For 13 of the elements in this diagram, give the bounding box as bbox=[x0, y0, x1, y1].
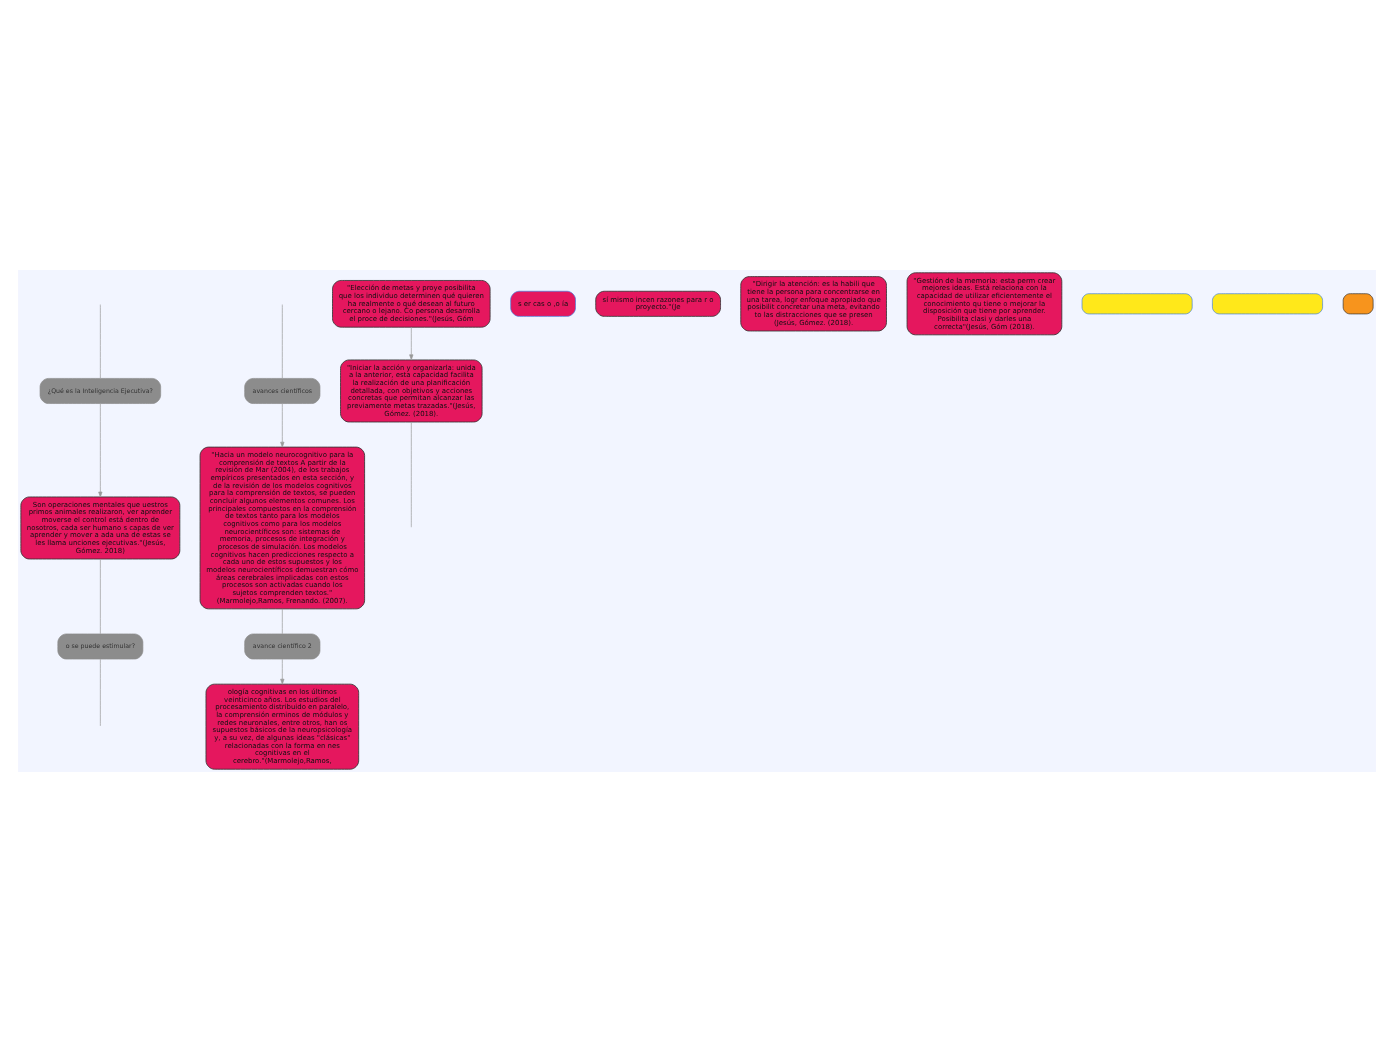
connector bbox=[281, 303, 283, 378]
connector bbox=[410, 420, 412, 527]
node-box bbox=[1342, 292, 1374, 314]
node-box bbox=[1081, 292, 1193, 314]
connector bbox=[100, 303, 101, 378]
connector bbox=[100, 557, 101, 634]
arrow bbox=[98, 402, 103, 497]
connector bbox=[281, 607, 283, 634]
node-box bbox=[1212, 292, 1323, 314]
arrow bbox=[280, 402, 285, 447]
connector bbox=[100, 657, 101, 726]
arrow bbox=[280, 657, 285, 684]
arrow bbox=[409, 325, 414, 359]
